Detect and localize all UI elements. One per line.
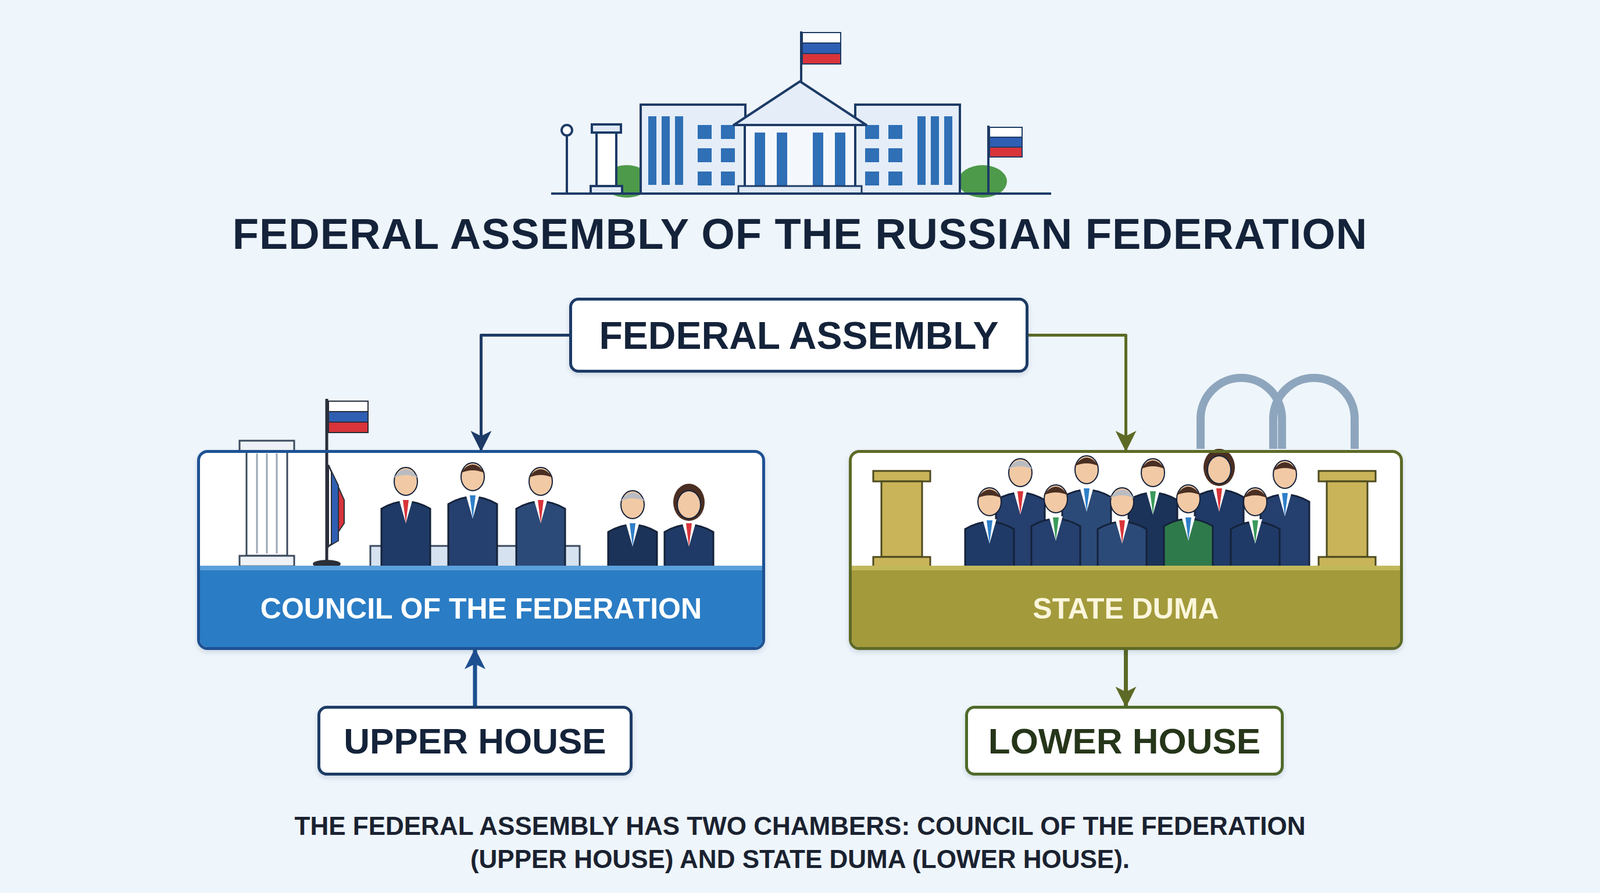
- lamp: [561, 125, 573, 136]
- russian-flag: [989, 127, 1023, 157]
- box-label: FEDERAL ASSEMBLY: [598, 313, 999, 358]
- column-base: [239, 555, 295, 567]
- connector-arrow: [473, 650, 478, 706]
- chamber-box: STATE DUMA: [848, 450, 1403, 650]
- right-wing: [855, 104, 960, 194]
- diagram-caption: THE FEDERAL ASSEMBLY HAS TWO CHAMBERS: C…: [247, 809, 1353, 876]
- left-wing: [640, 104, 746, 194]
- pediment: [733, 81, 867, 125]
- house-label-box: UPPER HOUSE: [317, 705, 633, 776]
- column-capital: [591, 124, 621, 133]
- central-columns: [754, 132, 846, 187]
- diagram-title: FEDERAL ASSEMBLY OF THE RUSSIAN FEDERATI…: [0, 209, 1600, 259]
- person: [1163, 484, 1213, 567]
- flag-pole: [325, 398, 329, 563]
- chamber-name: STATE DUMA: [851, 565, 1400, 648]
- arches: [1200, 377, 1355, 449]
- lamp-post: [565, 132, 569, 194]
- russian-flag: [802, 32, 841, 64]
- person: [1097, 487, 1147, 567]
- column: [596, 132, 617, 187]
- root-box: FEDERAL ASSEMBLY: [569, 297, 1029, 373]
- chamber-name: COUNCIL OF THE FEDERATION: [200, 565, 763, 648]
- connector-arrow: [1028, 335, 1127, 451]
- person: [608, 490, 657, 567]
- chamber-ground: [848, 450, 1403, 650]
- person: [965, 487, 1014, 567]
- person: [664, 483, 714, 567]
- connector-arrow: [1123, 650, 1128, 706]
- person: [516, 467, 566, 567]
- connector-arrow: [481, 335, 570, 451]
- columns: [873, 470, 1376, 567]
- column: [246, 451, 288, 556]
- chamber-box: COUNCIL OF THE FEDERATION: [197, 450, 766, 650]
- house-label-box: LOWER HOUSE: [965, 705, 1284, 776]
- box-label: UPPER HOUSE: [343, 720, 606, 762]
- ground-line: [551, 192, 1052, 195]
- person: [448, 462, 498, 567]
- parliament-building: [551, 31, 1052, 198]
- chamber-ground: [197, 450, 766, 650]
- central-block: [744, 125, 856, 194]
- russian-flag: [328, 401, 369, 547]
- person: [381, 467, 431, 567]
- person: [1230, 487, 1280, 567]
- box-label: LOWER HOUSE: [988, 720, 1261, 762]
- person: [1031, 484, 1081, 567]
